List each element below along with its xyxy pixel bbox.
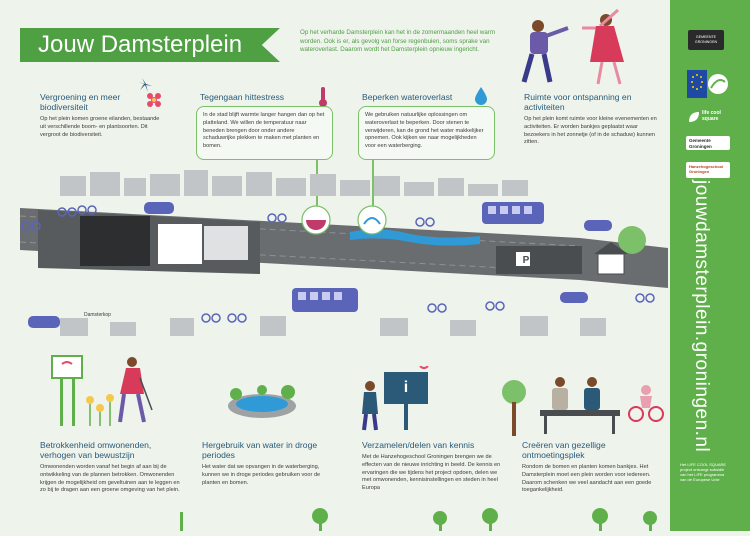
hanze-logo: Hanzehogeschool Groningen: [686, 162, 730, 178]
gardener-illustration: [40, 350, 160, 435]
hanze-text: Hanzehogeschool Groningen: [689, 164, 724, 174]
heat-title: Tegengaan hittestress: [200, 92, 285, 102]
gemeente-top-logo: GEMEENTE GRONINGEN: [688, 30, 724, 50]
sidebar-footnote: Het LIFE COOL SQUARE project ontvangt su…: [680, 462, 727, 482]
website-url-text[interactable]: jouwdamsterplein.groningen.nl: [691, 180, 712, 453]
leaf-icon: [689, 112, 699, 122]
water-text: We gebruiken natuurlijke oplossingen om …: [365, 112, 484, 150]
water-title: Beperken wateroverlast: [362, 92, 453, 102]
life-cool-square-text: life cool square: [702, 110, 721, 122]
bench-people-illustration: [500, 368, 670, 445]
eu-life-logo: [687, 70, 729, 98]
meeting-title: Creëren van gezellige ontmoetingsplek: [522, 440, 606, 460]
heat-text: In de stad blijft warmte langer hangen d…: [203, 112, 325, 150]
biodiversity-text: Op het plein komen groene eilanden, best…: [40, 116, 160, 138]
involvement-text: Omwonenden worden vanaf het begin af aan…: [40, 464, 180, 494]
website-url[interactable]: jouwdamsterplein.groningen.nl: [684, 180, 724, 500]
tree-row: [170, 506, 670, 536]
reuse-text: Het water dat we opvangen in de waterber…: [202, 464, 321, 486]
intro-text: Op het verharde Damsterplein kan het in …: [300, 29, 496, 54]
info-board-illustration: i: [358, 365, 438, 437]
gemeente-groningen-text: Gemeente Groningen: [689, 138, 712, 149]
parking-sign: P: [522, 255, 530, 266]
meeting-text: Rondom de bomen en planten komen bankjes…: [522, 464, 652, 494]
thermometer-icon: [316, 86, 330, 113]
gemeente-groningen-logo: Gemeente Groningen: [686, 136, 730, 150]
water-garden-illustration: [222, 376, 302, 437]
page-title: Jouw Damsterplein: [20, 28, 280, 62]
water-connector: [372, 160, 374, 208]
reuse-title: Hergebruik van water in droge periodes: [202, 440, 318, 460]
life-cool-square-logo: life cool square: [687, 110, 732, 128]
water-box: We gebruiken natuurlijke oplossingen om …: [358, 106, 495, 160]
flower-icon: [136, 76, 166, 117]
heat-box: In de stad blijft warmte langer hangen d…: [196, 106, 333, 160]
info-icon: i: [403, 379, 409, 396]
gemeente-top-logo-text: GEMEENTE GRONINGEN: [694, 35, 718, 44]
street-label: Damsterkop: [84, 312, 111, 318]
space-title: Ruimte voor ontspanning en activiteiten: [524, 92, 632, 112]
water-drop-icon: [474, 86, 488, 111]
plein-map: P Damsterkop: [19, 168, 668, 340]
involvement-title: Betrokkenheid omwonenden, verhogen van b…: [40, 440, 152, 460]
biodiversity-title: Vergroening en meer biodiversiteit: [40, 92, 121, 112]
dancing-couple-illustration: [510, 6, 640, 93]
space-text: Op het plein komt ruimte voor kleine eve…: [524, 116, 657, 146]
knowledge-title: Verzamelen/delen van kennis: [362, 440, 475, 450]
knowledge-text: Met de Hanzehogeschool Groningen brengen…: [362, 454, 501, 492]
